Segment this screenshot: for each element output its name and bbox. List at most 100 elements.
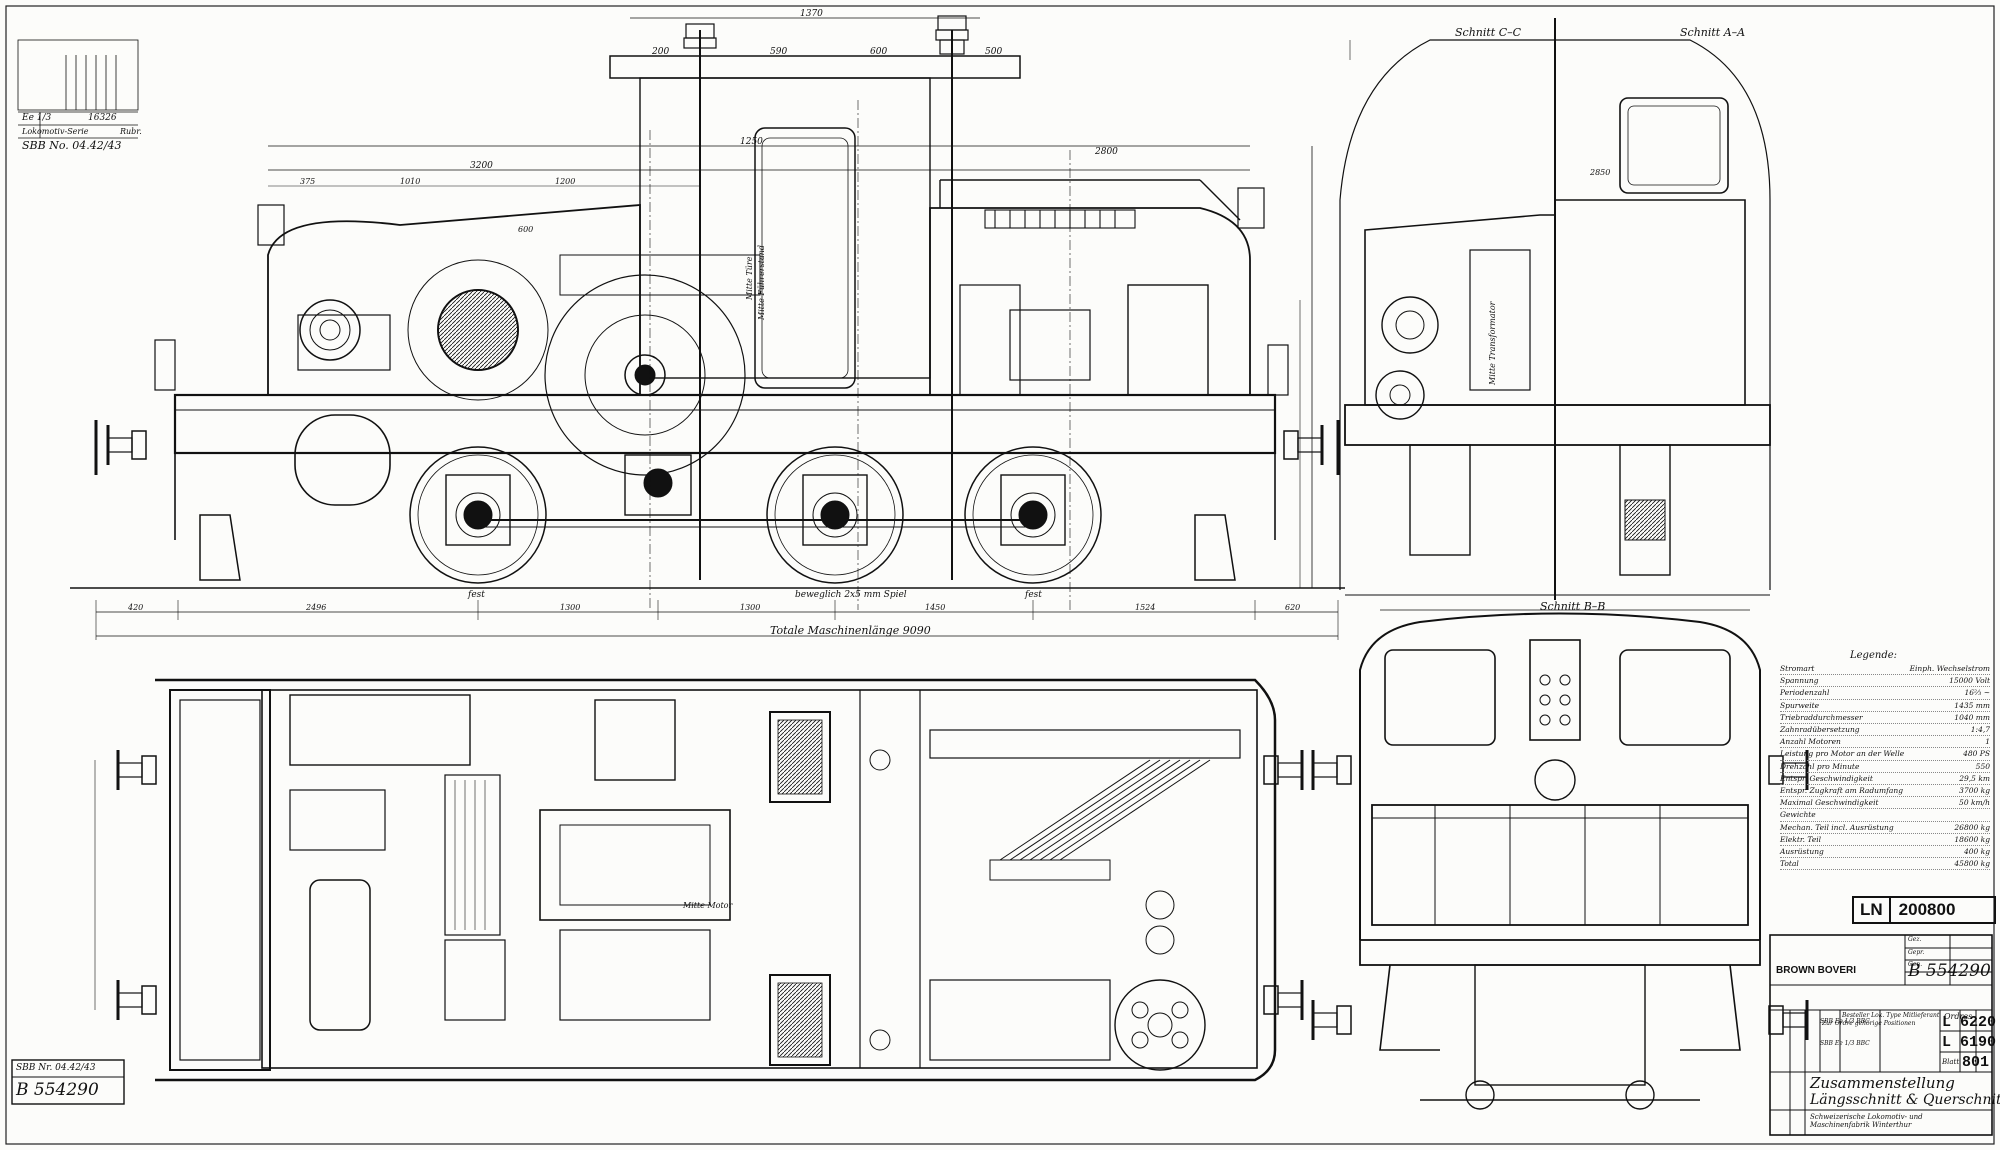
col-besteller: Besteller Lok. Type Mitlieferant (1842, 1012, 1940, 1019)
trafo-centre-label: Mitte Transformator (1488, 301, 1497, 385)
dim-bottom-6: 620 (1285, 603, 1301, 612)
company-name: BROWN BOVERI (1776, 965, 1856, 976)
legend-row: Drehzahl pro Minute 550 (1780, 761, 1990, 773)
legend-row: Spurweite 1435 mm (1780, 700, 1990, 712)
series-value: Ee 1/3 (22, 113, 52, 123)
legend-value: 1:4,7 (1970, 725, 1990, 735)
order-label: Ordres (1944, 1012, 1973, 1021)
cab-centre-label: Mitte Türe (745, 256, 754, 300)
legend-value: 16⅔ ~ (1964, 688, 1990, 698)
gepr-label: Gepr. (1908, 949, 1925, 956)
legend-label: Drehzahl pro Minute (1780, 761, 1860, 771)
legend-row: Ausrüstung 400 kg (1780, 846, 1990, 859)
order-3: 801 (1962, 1054, 1990, 1071)
legend-label: Triebraddurchmesser (1780, 712, 1863, 722)
dim-bottom-4: 1450 (925, 603, 946, 612)
order-1: L 6220 (1942, 1014, 1997, 1031)
order-2: L 6190 (1942, 1034, 1997, 1051)
legend-label: Gewichte (1780, 810, 1816, 820)
dim-top-1: 200 (652, 47, 670, 57)
legend-row: Stromart Einph. Wechselstrom (1780, 663, 1990, 676)
legend-value: 550 (1975, 761, 1990, 771)
legend-row: Entspr. Zugkraft am Radumfang 3700 kg (1780, 785, 1990, 798)
series-label: Lokomotiv-Serie (22, 127, 89, 136)
fest-left: fest (468, 590, 485, 600)
rubr-label: Rubr. (120, 127, 142, 136)
legend-value: 45800 kg (1954, 859, 1990, 869)
legend-label: Elektr. Teil (1780, 834, 1822, 844)
ref-1: SBB Ee 1/3 BBC (1820, 1018, 1870, 1025)
legend-value: 1040 mm (1954, 712, 1990, 722)
legend-value: 400 kg (1963, 847, 1990, 857)
ln-number: 200800 (1898, 900, 1956, 919)
dim-top-4: 500 (985, 47, 1003, 57)
legend-row: Maximal Geschwindigkeit 50 km/h (1780, 797, 1990, 810)
legend-label: Entspr. Zugkraft am Radumfang (1780, 786, 1903, 796)
gez-label: Gez. (1908, 936, 1922, 943)
drawing-number: B 554290 (1908, 961, 1991, 981)
section-aa-label: Schnitt A–A (1680, 26, 1746, 39)
dim-bottom-2: 1300 (560, 603, 581, 612)
legend-row: Elektr. Teil 18600 kg (1780, 834, 1990, 847)
dim-top-7: 3200 (470, 161, 493, 171)
legend-value: 480 PS (1963, 749, 1990, 759)
ref-2: SBB Ee 1/3 BBC (1820, 1040, 1870, 1047)
ln-prefix: LN (1854, 898, 1891, 922)
legend-label: Mechan. Teil incl. Ausrüstung (1780, 822, 1894, 832)
legend-label: Leistung pro Motor an der Welle (1780, 749, 1905, 759)
dim-top-10: 1200 (555, 177, 576, 186)
legend-label: Periodenzahl (1780, 688, 1830, 698)
col-blatt: Blatt (1942, 1058, 1960, 1066)
dim-top-3: 590 (770, 47, 788, 57)
legend-value: 18600 kg (1954, 834, 1990, 844)
dim-top-12: 2850 (1590, 168, 1611, 177)
section-cc-label: Schnitt C–C (1455, 26, 1522, 39)
dim-bottom-1: 2496 (306, 603, 327, 612)
legend-table: Legende: Stromart Einph. Wechselstrom Spa… (1780, 650, 1990, 871)
legend-label: Spurweite (1780, 700, 1820, 710)
corner-sbb-ref: SBB Nr. 04.42/43 (16, 1063, 96, 1073)
legend-value: 1435 mm (1954, 700, 1990, 710)
fest-right: fest (1025, 590, 1042, 600)
section-bb-label: Schnitt B–B (1540, 600, 1606, 613)
dim-bottom-0: 420 (128, 603, 144, 612)
legend-label: Maximal Geschwindigkeit (1780, 798, 1879, 808)
side-elevation (70, 15, 1345, 640)
dim-top-8: 375 (300, 177, 316, 186)
play-note: beweglich 2x5 mm Spiel (795, 590, 907, 600)
legend-row: Periodenzahl 16⅔ ~ (1780, 687, 1990, 700)
legend-row: Gewichte (1780, 809, 1990, 822)
legend-row: Mechan. Teil incl. Ausrüstung 26800 kg (1780, 822, 1990, 834)
legend-row: Zahnradübersetzung 1:4,7 (1780, 724, 1990, 737)
title-block-grid (1769, 934, 1993, 1136)
legend-label: Ausrüstung (1780, 847, 1824, 857)
motor-label: Mitte Motor (683, 901, 733, 910)
legend-row: Leistung pro Motor an der Welle 480 PS (1780, 748, 1990, 761)
corner-drawing-number: B 554290 (16, 1080, 99, 1100)
sheet-border (5, 5, 1995, 1145)
legend-value: 15000 Volt (1949, 676, 1990, 686)
dim-top-2: 600 (870, 47, 888, 57)
legend-label: Stromart (1780, 664, 1815, 673)
legend-label: Anzahl Motoren (1780, 737, 1841, 747)
gen-label: Gen. (1908, 961, 1923, 968)
plan-view (94, 678, 1304, 1082)
legend-label: Spannung (1780, 676, 1819, 686)
legend-value: Einph. Wechselstrom (1909, 664, 1990, 673)
total-length-label: Totale Maschinenlänge 9090 (770, 624, 931, 637)
legend-value: 50 km/h (1959, 798, 1990, 808)
manufacturer: Schweizerische Lokomotiv- und Maschinenf… (1810, 1113, 1923, 1129)
legend-value: 26800 kg (1954, 822, 1990, 832)
legend-value: 3700 kg (1959, 786, 1990, 796)
dim-top-6: 2800 (1095, 147, 1118, 157)
dim-top-0: 1370 (800, 9, 823, 19)
legend-title: Legende: (1850, 650, 1898, 661)
cab-centre-2-label: Mitte Führerstand (757, 244, 766, 320)
legend-label: Zahnradübersetzung (1780, 725, 1860, 735)
dim-top-9: 1010 (400, 177, 421, 186)
title-line-1: Zusammenstellung (1810, 1074, 1955, 1092)
legend-label: Total (1780, 859, 1799, 869)
